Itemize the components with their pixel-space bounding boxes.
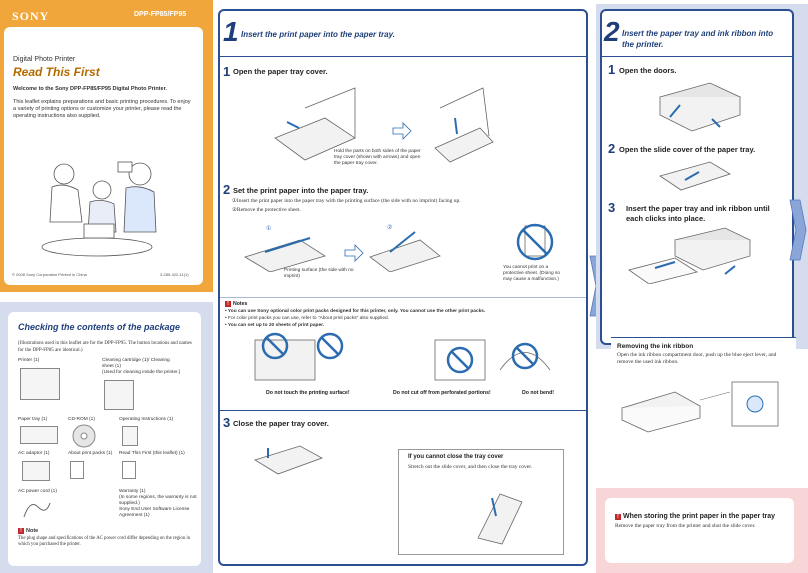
- open-doors-illustration: [658, 82, 742, 132]
- warning-bend: Do not bend!: [522, 390, 554, 396]
- cartridge-image: [104, 380, 134, 410]
- notes-title: !Notes: [225, 301, 247, 307]
- item-about-packs: About print packs (1): [68, 451, 113, 456]
- cover-column: SONY DPP-FP85/FP95 Digital Photo Printer…: [0, 0, 213, 573]
- package-note-title: !Note: [18, 528, 38, 534]
- storing-title-label: When storing the print paper in the pape…: [623, 513, 776, 520]
- cover-intro: This leaflet explains preparations and b…: [13, 99, 191, 119]
- item-warranty-note: (In some regions, the warranty is not su…: [119, 495, 197, 506]
- cover-welcome: Welcome to the Sony DPP-FP85/FP95 Digita…: [13, 86, 167, 92]
- cdrom-icon: [72, 424, 96, 448]
- item-cartridge-note: (Used for cleaning inside the printer.): [102, 370, 181, 375]
- step-3-title: Close the paper tray cover.: [233, 419, 329, 428]
- section-1-divider-2: [220, 410, 586, 411]
- note-icon: !: [18, 528, 24, 534]
- no-protective-sheet-icon: [516, 223, 554, 261]
- item-printer: Printer (1): [18, 358, 40, 363]
- s2-step-1-number: 1: [608, 62, 616, 77]
- warning-touch: Do not touch the printing surface!: [266, 390, 350, 396]
- step-3-number: 3: [223, 415, 231, 430]
- storing-note-icon: !: [615, 514, 621, 520]
- package-note-text: The plug shape and specifications of the…: [18, 536, 191, 547]
- manual-image: [122, 426, 138, 446]
- step-2-title: Set the print paper into the paper tray.: [233, 186, 369, 195]
- remove-ribbon-title: Removing the ink ribbon: [617, 343, 694, 350]
- step-2-marker-1: ①: [266, 226, 272, 232]
- section-2-title: Insert the paper tray and ink ribbon int…: [622, 29, 774, 49]
- printing-surface-caption: Printing surface (the side with no impri…: [284, 268, 354, 279]
- package-note-label: Note: [26, 528, 39, 534]
- s2-step-1-title: Open the doors.: [619, 66, 677, 75]
- item-warranty: Warranty (1): [119, 489, 146, 494]
- notes-divider: [220, 297, 586, 298]
- s2-step-2-title: Open the slide cover of the paper tray.: [619, 145, 756, 154]
- step-2-instruction-b: ②Remove the protective sheet.: [232, 207, 301, 213]
- section-2-divider: [602, 56, 792, 57]
- model-label: DPP-FP85/FP95: [134, 11, 187, 18]
- document-code: 3-285-422-11(1): [160, 272, 189, 277]
- item-read-first: Read This First (this leaflet) (1): [119, 451, 185, 456]
- step-1-caption: Hold the parts on both sides of the pape…: [334, 149, 421, 166]
- cover-card: [4, 27, 203, 285]
- section-1-divider: [220, 56, 586, 57]
- storing-text: Remove the paper tray from the printer a…: [615, 523, 756, 529]
- storing-card: [605, 498, 794, 563]
- section-1-number: 1: [223, 16, 239, 47]
- item-cdrom: CD-ROM (1): [68, 417, 95, 422]
- item-op-instructions: Operating Instructions (1): [119, 417, 174, 422]
- protective-sheet-caption: You cannot print on a protective sheet. …: [503, 265, 561, 282]
- s2-step-2-number: 2: [608, 141, 616, 156]
- item-cartridge: Cleaning cartridge (1)/ Cleaning sheet (…: [102, 358, 170, 369]
- cannot-close-text: Stretch out the slide cover, and then cl…: [408, 464, 533, 470]
- item-eula: Sony End User Software License Agreement…: [119, 507, 190, 518]
- section-2-number: 2: [604, 16, 620, 47]
- insert-tray-illustration: [628, 227, 752, 284]
- open-tray-illustration: [274, 87, 494, 163]
- remove-ribbon-text: Open the ink ribbon compartment door, pu…: [617, 352, 777, 365]
- set-paper-illustration: [244, 231, 441, 272]
- package-intro: (Illustrations used in this leaflet are …: [18, 341, 192, 353]
- warning-cut: Do not cut off from perforated portions!: [393, 390, 491, 396]
- cover-title: Read This First: [13, 65, 100, 79]
- step-2-number: 2: [223, 182, 231, 197]
- packs-leaflet-image: [70, 461, 84, 479]
- close-tray-illustration: [254, 445, 323, 475]
- leaflet-image: [122, 461, 136, 479]
- notes-icon: !: [225, 301, 231, 307]
- step-2-marker-2: ②: [387, 225, 393, 231]
- section-1-title: Insert the print paper into the paper tr…: [241, 30, 395, 39]
- item-power-cord: AC power cord (1): [18, 489, 57, 494]
- family-illustration: [41, 161, 157, 257]
- adaptor-image: [22, 461, 50, 481]
- power-cord-icon: [23, 502, 51, 518]
- item-ac-adaptor: AC adaptor (1): [18, 451, 50, 456]
- package-title: Checking the contents of the package: [18, 322, 181, 332]
- copyright: © 2008 Sony Corporation Printed in China: [12, 272, 87, 277]
- slide-cover-open-illustration: [659, 161, 731, 191]
- step-1-title: Open the paper tray cover.: [233, 67, 328, 76]
- warnings-illustration: [254, 332, 551, 381]
- item-paper-tray: Paper tray (1): [18, 417, 48, 422]
- s2-step-3-title: Insert the paper tray and ink ribbon unt…: [626, 204, 770, 223]
- storing-title: !When storing the print paper in the pap…: [615, 513, 775, 520]
- slide-cover-illustration: [477, 493, 523, 545]
- sony-logo: SONY: [12, 9, 50, 23]
- step-1-number: 1: [223, 64, 231, 79]
- cover-subtitle: Digital Photo Printer: [13, 56, 76, 63]
- step-2-instruction-a: ①Insert the print paper into the paper t…: [232, 198, 461, 204]
- remove-ribbon-illustration: [620, 381, 779, 433]
- next-arrow-2: [789, 199, 807, 261]
- printer-image: [20, 368, 60, 400]
- notes-label: Notes: [233, 301, 248, 307]
- cannot-close-title: If you cannot close the tray cover: [408, 454, 504, 460]
- s2-step-3-number: 3: [608, 200, 616, 215]
- note-1: • You can use Sony optional color print …: [225, 309, 486, 314]
- note-3: • You can set up to 20 sheets of print p…: [225, 323, 325, 328]
- paper-tray-image: [20, 426, 58, 444]
- note-2: • For color print packs you can use, ref…: [225, 316, 389, 321]
